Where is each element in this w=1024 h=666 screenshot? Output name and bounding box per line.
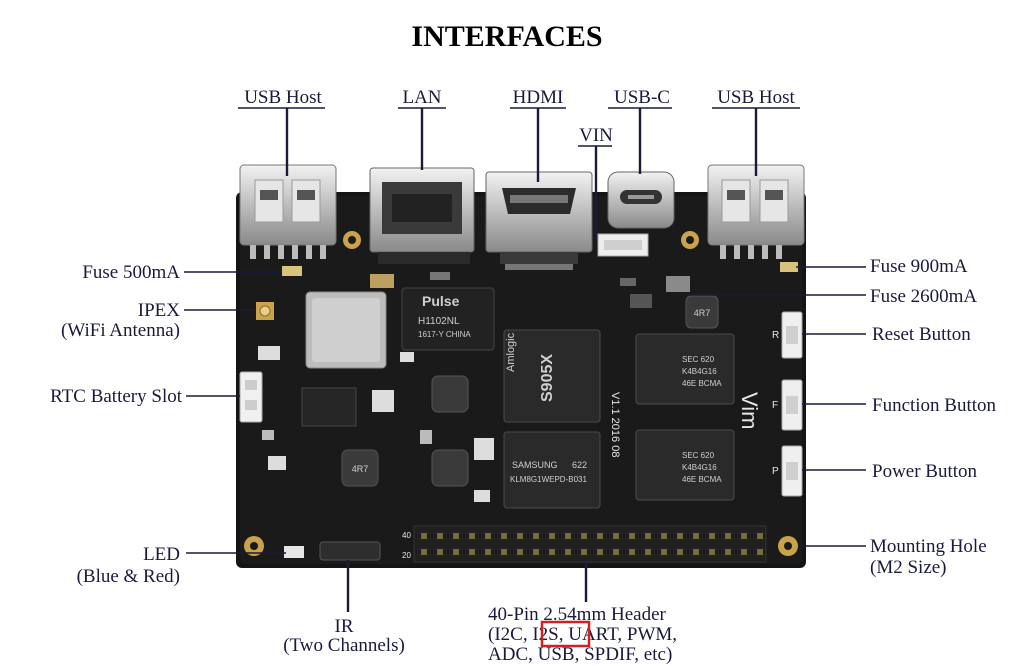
soc-part-text: S905X [539, 354, 556, 402]
btn-p-silk: P [772, 466, 779, 477]
label-lan: LAN [402, 87, 441, 108]
vim-logo-text: Vim [737, 392, 762, 430]
fuse-900ma [780, 262, 798, 272]
label-usb-host-right: USB Host [717, 87, 795, 108]
diagram-title: INTERFACES [411, 20, 602, 53]
pulse-sub-text: 1617-Y CHINA [418, 330, 471, 339]
label-fuse-900ma: Fuse 900mA [870, 256, 968, 277]
gpio-40pin-header: 40 20 [402, 525, 767, 563]
inductor-left-text: 4R7 [352, 464, 369, 474]
label-ipex-sub: (WiFi Antenna) [61, 320, 180, 341]
label-hdmi: HDMI [513, 87, 564, 108]
emmc-num-text: 622 [572, 460, 587, 470]
label-header-line3: ADC, USB, SPDIF, etc) [488, 644, 672, 665]
label-led: LED [143, 544, 180, 565]
samsung-emmc: SAMSUNG 622 KLM8G1WEPD-B031 [503, 431, 601, 509]
rtc-battery-slot [239, 371, 263, 423]
label-function-button: Function Button [872, 395, 997, 416]
amlogic-soc: Amlogic S905X [503, 329, 601, 423]
ipex-connector [256, 302, 274, 320]
pin-20-silk: 20 [402, 551, 411, 560]
pulse-brand-text: Pulse [422, 293, 460, 309]
ram-top-part: K4B4G16 [682, 367, 717, 376]
wifi-module [305, 291, 387, 369]
ram-chip-top: SEC 620 K4B4G16 46E BCMA [635, 333, 735, 405]
pin-40-silk: 40 [402, 531, 411, 540]
header-line2-c: UART, PWM, [563, 624, 677, 645]
inductor-left: 4R7 [341, 449, 379, 487]
smd-components [258, 272, 652, 502]
btn-f-silk: F [772, 400, 778, 411]
reset-button [781, 311, 803, 359]
lan-port [369, 167, 475, 264]
i2s-highlight-box [540, 620, 591, 648]
pulse-part-text: H1102NL [418, 316, 460, 327]
inductor-right-text: 4R7 [694, 308, 711, 318]
ram-top-brand: SEC 620 [682, 355, 715, 364]
ram-bottom-sub: 46E BCMA [682, 475, 722, 484]
hdmi-port [485, 171, 593, 270]
label-fuse-500ma: Fuse 500mA [82, 262, 180, 283]
emmc-part-text: KLM8G1WEPD-B031 [510, 475, 587, 484]
inductor-upper-mid [431, 375, 469, 413]
ram-chip-bottom: SEC 620 K4B4G16 46E BCMA [635, 429, 735, 501]
fuse-500ma [282, 266, 302, 276]
label-header: 40-Pin 2.54mm Header [488, 604, 667, 625]
label-power-button: Power Button [872, 461, 978, 482]
ir-receiver [319, 541, 381, 561]
ram-bottom-brand: SEC 620 [682, 451, 715, 460]
label-usb-host-left: USB Host [244, 87, 322, 108]
board-version-text: V1.1 2016 08 [609, 392, 621, 457]
usb-host-left-port [239, 164, 337, 259]
label-led-sub: (Blue & Red) [77, 566, 180, 587]
label-vin: VIN [579, 125, 613, 146]
header-line2-a: (I2C, [488, 624, 532, 645]
label-ir-sub: (Two Channels) [283, 635, 405, 656]
label-ir: IR [335, 616, 354, 637]
soc-brand-text: Amlogic [505, 332, 517, 372]
fuse-2600ma [666, 276, 690, 292]
label-header-line2: (I2C, I2S, UART, PWM, [488, 624, 677, 645]
emmc-brand-text: SAMSUNG [512, 460, 558, 470]
led-component [284, 546, 304, 558]
function-button [781, 379, 803, 431]
label-mounting-hole: Mounting Hole [870, 536, 987, 557]
usbc-port [607, 171, 675, 229]
label-ipex: IPEX [138, 300, 181, 321]
ram-top-sub: 46E BCMA [682, 379, 722, 388]
vin-connector [597, 233, 649, 257]
btn-r-silk: R [772, 330, 779, 341]
label-usbc: USB-C [614, 87, 670, 108]
pulse-transformer: Pulse H1102NL 1617-Y CHINA [401, 287, 495, 351]
leader-lines [184, 107, 866, 612]
inductor-lower-mid [431, 449, 469, 487]
label-fuse-2600ma: Fuse 2600mA [870, 286, 977, 307]
usb-host-right-port [707, 164, 805, 259]
header-line2-i2s: I2S, [532, 624, 563, 645]
label-mounting-hole-sub: (M2 Size) [870, 557, 947, 578]
label-reset-button: Reset Button [872, 324, 971, 345]
power-ic [301, 387, 357, 427]
power-button [781, 445, 803, 497]
inductor-right: 4R7 [685, 295, 719, 329]
label-rtc: RTC Battery Slot [50, 386, 183, 407]
ram-bottom-part: K4B4G16 [682, 463, 717, 472]
